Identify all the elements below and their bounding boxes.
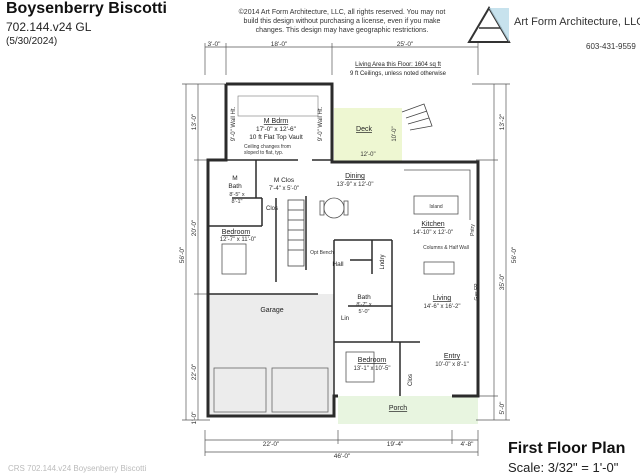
kitchen-pantry-label: Pntry bbox=[470, 224, 476, 236]
ceiling-height-note: 9 ft Ceilings, unless noted otherwise bbox=[350, 71, 447, 77]
garage-area bbox=[208, 294, 334, 416]
lin-label: Lin bbox=[341, 316, 349, 322]
plan-title-name: Boysenberry Biscotti bbox=[6, 0, 167, 17]
interior-walls bbox=[208, 159, 420, 416]
room-clos2-name: Clos bbox=[408, 374, 414, 386]
left-dimension-lines bbox=[182, 83, 226, 421]
room-kitchen-dims: 14'-10" x 12'-0" bbox=[413, 230, 453, 236]
brand-phone: 603-431-9559 bbox=[586, 42, 636, 51]
stairs bbox=[287, 199, 305, 267]
room-deck-name: Deck bbox=[356, 126, 372, 133]
room-deck-dim-v: 10'-0" bbox=[392, 126, 398, 141]
kitchen-island bbox=[413, 195, 459, 215]
room-mbath-dims2: 8'-1" bbox=[232, 199, 243, 205]
room-kitchen-name: Kitchen bbox=[421, 221, 444, 228]
bedroom-bed bbox=[221, 243, 247, 275]
room-entry-name: Entry bbox=[444, 353, 461, 360]
columns-half-wall-note: Columns & Half Wall bbox=[423, 245, 469, 251]
copyright-line: build this design without purchasing a l… bbox=[243, 18, 441, 25]
room-bedroom1-name: Bedroom bbox=[222, 229, 251, 236]
deck-area bbox=[334, 108, 402, 162]
garage-door-left bbox=[213, 367, 267, 413]
room-living-name: Living bbox=[433, 295, 451, 302]
right-dimension-lines bbox=[472, 83, 510, 421]
dim-top-2: 18'-0" bbox=[271, 41, 288, 48]
bedroom2-bed bbox=[345, 351, 375, 383]
ceiling-note-line1: Ceiling changes from bbox=[244, 144, 291, 150]
room-bath-dims1: 8'-7" x bbox=[356, 302, 371, 308]
room-mbdrm-note: 10 ft Flat Top Vault bbox=[249, 134, 303, 141]
dining-table bbox=[319, 197, 349, 219]
kitchen-island-label: Island bbox=[429, 204, 443, 210]
dim-top-3: 25'-0" bbox=[397, 41, 414, 48]
wall-height-right: 9'-0" Wall Ht. bbox=[318, 106, 324, 141]
wall-height-left: 9'-0" Wall Ht. bbox=[231, 106, 237, 141]
garage-door-right bbox=[271, 367, 329, 413]
room-bedroom1-dims: 12'-7" x 11'-0" bbox=[220, 237, 256, 243]
brand-logo-icon bbox=[467, 6, 511, 43]
lndry-label: Lndry bbox=[380, 254, 386, 269]
floor-plan-scale: Scale: 3/32" = 1'-0" bbox=[508, 460, 619, 475]
opt-bench-label: Opt Bench bbox=[310, 250, 334, 256]
dim-right-3: 5'-0" bbox=[499, 401, 506, 415]
room-dining-name: Dining bbox=[345, 173, 365, 180]
master-bed bbox=[237, 95, 319, 117]
watermark-text: CRS 702.144.v24 Boysenberry Biscotti bbox=[8, 464, 147, 473]
ceiling-note-line2: sloped to flat, typ. bbox=[244, 150, 283, 156]
dim-left-5: 1'-0" bbox=[191, 411, 198, 425]
dim-top-1: 3'-0" bbox=[208, 41, 222, 48]
top-dimension-lines bbox=[204, 43, 479, 75]
hall-label: Hall bbox=[332, 261, 344, 268]
room-clos-name: Clos bbox=[266, 206, 278, 212]
room-bath-dims2: 5'-0" bbox=[359, 309, 370, 315]
dim-bottom-2: 19'-4" bbox=[387, 441, 404, 448]
room-dining-dims: 13'-9" x 12'-0" bbox=[337, 182, 374, 188]
room-bath-name: Bath bbox=[357, 294, 371, 301]
floor-plan-title: First Floor Plan bbox=[508, 440, 626, 457]
room-mclos-name: M Clos bbox=[274, 177, 295, 184]
dim-right-2: 35'-0" bbox=[499, 273, 506, 290]
living-sofa bbox=[423, 261, 455, 275]
plan-number: 702.144.v24 GL bbox=[6, 20, 92, 34]
room-mbath-name2: Bath bbox=[228, 183, 242, 190]
deck-stairs bbox=[401, 103, 433, 131]
bottom-dimension-lines bbox=[204, 430, 479, 456]
room-mclos-dims: 7'-4" x 5'-0" bbox=[269, 186, 299, 192]
living-area-note: Living Area this Floor: 1604 sq ft bbox=[355, 62, 441, 68]
dim-left-3: 22'-0" bbox=[191, 363, 198, 380]
room-bedroom2-name: Bedroom bbox=[358, 357, 387, 364]
porch-area bbox=[338, 396, 478, 424]
room-entry-dims: 10'-0" x 8'-1" bbox=[435, 362, 469, 368]
dim-left-1: 13'-0" bbox=[191, 113, 198, 130]
room-mbath-name1: M bbox=[232, 175, 237, 182]
dim-left-2: 20'-0" bbox=[191, 219, 198, 236]
room-mbdrm-name: M Bdrm bbox=[264, 118, 289, 125]
dim-bottom-3: 4'-8" bbox=[461, 441, 475, 448]
living-fireplace-label: Gas FP bbox=[474, 283, 480, 301]
room-living-dims: 14'-6" x 16'-2" bbox=[424, 304, 461, 310]
room-bedroom2-dims: 13'-1" x 10'-5" bbox=[354, 366, 391, 372]
dim-right-1: 13'-2" bbox=[499, 113, 506, 130]
copyright-notice: ©2014 Art Form Architecture, LLC, all ri… bbox=[222, 8, 462, 35]
dim-bottom-total: 46'-0" bbox=[334, 453, 351, 460]
plan-date: (5/30/2024) bbox=[6, 36, 58, 47]
dim-right-total: 56'-0" bbox=[511, 246, 518, 263]
room-mbdrm-dims: 17'-0" x 12'-6" bbox=[256, 126, 297, 133]
room-garage-name: Garage bbox=[260, 307, 283, 314]
room-deck-dim-h: 12'-0" bbox=[360, 152, 375, 158]
copyright-line: changes. This design may have geographic… bbox=[255, 27, 429, 34]
room-mbath-dims1: 8'-5" x bbox=[229, 192, 244, 198]
brand-name: Art Form Architecture, LLC bbox=[514, 16, 640, 28]
copyright-line: ©2014 Art Form Architecture, LLC, all ri… bbox=[238, 9, 446, 16]
dim-left-total: 56'-0" bbox=[179, 246, 186, 263]
room-porch-name: Porch bbox=[389, 405, 407, 412]
kitchen-counter bbox=[404, 169, 471, 220]
dim-bottom-1: 22'-0" bbox=[263, 441, 280, 448]
